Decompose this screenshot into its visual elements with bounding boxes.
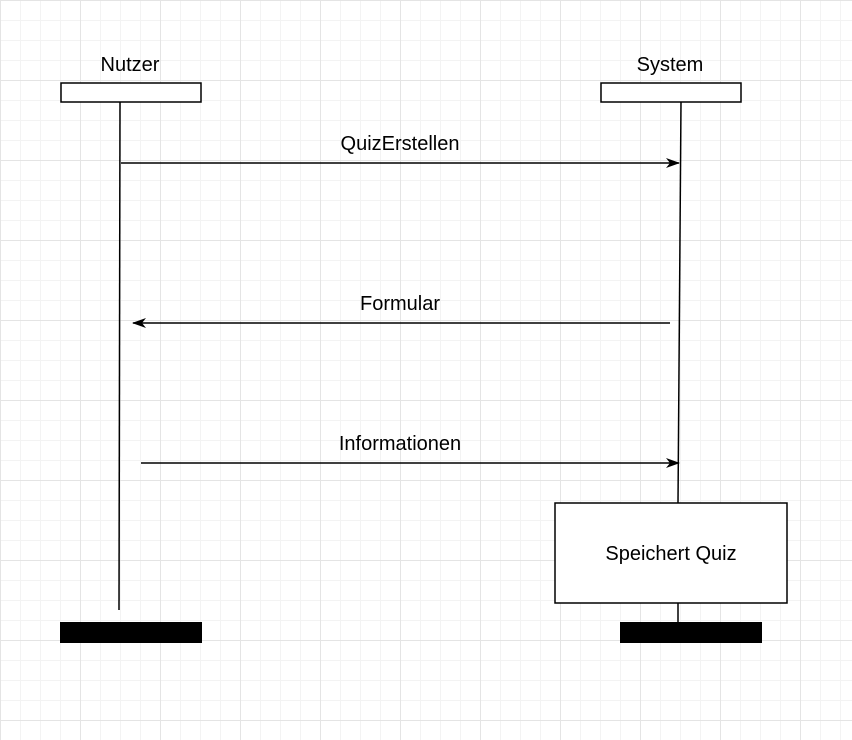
message-informationen-label: Informationen [339, 433, 461, 455]
participant-nutzer-head[interactable] [60, 82, 202, 103]
message-formular-label: Formular [360, 293, 440, 315]
process-box-label: Speichert Quiz [605, 543, 736, 565]
terminator-nutzer [60, 622, 202, 643]
participant-system-head[interactable] [600, 82, 742, 103]
message-quizerstellen-label: QuizErstellen [341, 133, 460, 155]
participant-system-label: System [637, 54, 704, 76]
participant-nutzer-label: Nutzer [101, 54, 160, 76]
lifeline-nutzer [118, 101, 121, 611]
terminator-system [620, 622, 762, 643]
process-box-speichert-quiz[interactable] [554, 502, 788, 604]
lifeline-system [677, 101, 682, 504]
